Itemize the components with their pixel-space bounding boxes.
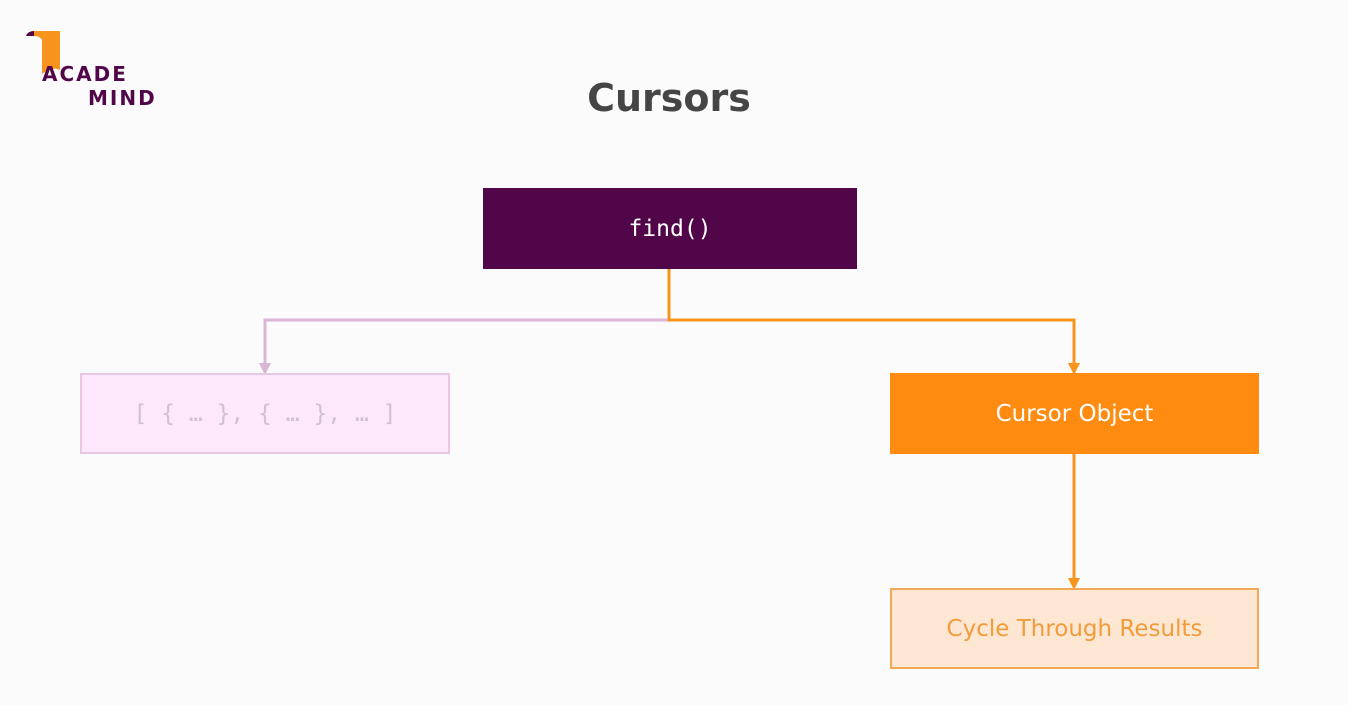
logo-mark-icon — [26, 31, 60, 74]
array-result-node: [ { … }, { … }, … ] — [80, 373, 450, 454]
find-node: find() — [483, 188, 857, 269]
array-result-node-label: [ { … }, { … }, … ] — [133, 400, 397, 427]
cycle-results-node: Cycle Through Results — [890, 588, 1259, 669]
find-node-label: find() — [628, 215, 712, 242]
connector-find-to-array — [259, 318, 669, 375]
page-title: Cursors — [587, 76, 751, 120]
connector-find-to-cursor — [667, 269, 1080, 375]
logo-text-line2: MIND — [88, 86, 157, 110]
cursor-object-node: Cursor Object — [890, 373, 1259, 454]
logo-text-line1: ACADE — [42, 62, 128, 86]
cursor-object-node-label: Cursor Object — [995, 400, 1154, 427]
academind-logo: ACADE MIND — [22, 28, 172, 112]
cycle-results-node-label: Cycle Through Results — [946, 615, 1203, 642]
